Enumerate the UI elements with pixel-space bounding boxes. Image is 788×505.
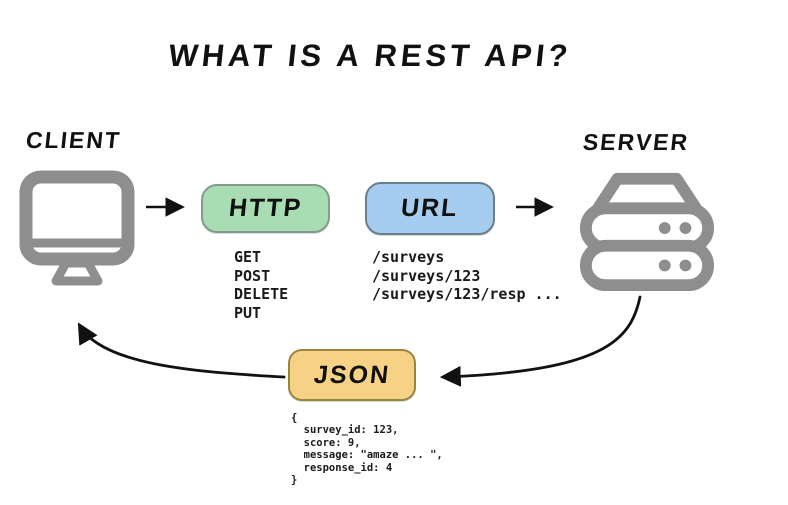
http-method: DELETE: [234, 285, 289, 303]
json-code-line: }: [291, 474, 298, 487]
http-method-list: GET POST DELETE PUT: [234, 248, 288, 322]
url-label: URL: [399, 194, 461, 222]
json-code-line: score: 9,: [291, 436, 361, 449]
url-box: URL: [365, 182, 495, 235]
monitor-icon: [19, 170, 135, 286]
arrow-json-to-client: [77, 322, 286, 379]
json-code: { survey_id: 123, score: 9, message: "am…: [291, 412, 443, 486]
url-path-list: /surveys /surveys/123 /surveys/123/resp …: [372, 248, 562, 304]
url-path: /surveys/123/resp ...: [372, 285, 562, 303]
url-path: /surveys: [372, 248, 445, 266]
json-box: JSON: [288, 349, 416, 401]
http-box: HTTP: [201, 184, 330, 233]
json-code-line: {: [291, 412, 298, 424]
json-code-line: message: "amaze ... ",: [291, 449, 443, 462]
json-code-line: response_id: 4: [291, 461, 393, 474]
http-method: PUT: [234, 303, 262, 322]
arrow-server-to-json: [439, 295, 642, 387]
http-label: HTTP: [227, 194, 304, 222]
server-icon: [579, 172, 715, 291]
http-method: GET: [234, 248, 262, 266]
http-method: POST: [234, 266, 271, 285]
json-label: JSON: [312, 360, 392, 389]
server-label: SERVER: [581, 129, 691, 155]
client-label: CLIENT: [24, 127, 123, 153]
url-path: /surveys/123: [372, 266, 481, 285]
page-title: WHAT IS A REST API?: [166, 38, 574, 73]
json-code-line: survey_id: 123,: [291, 424, 399, 437]
